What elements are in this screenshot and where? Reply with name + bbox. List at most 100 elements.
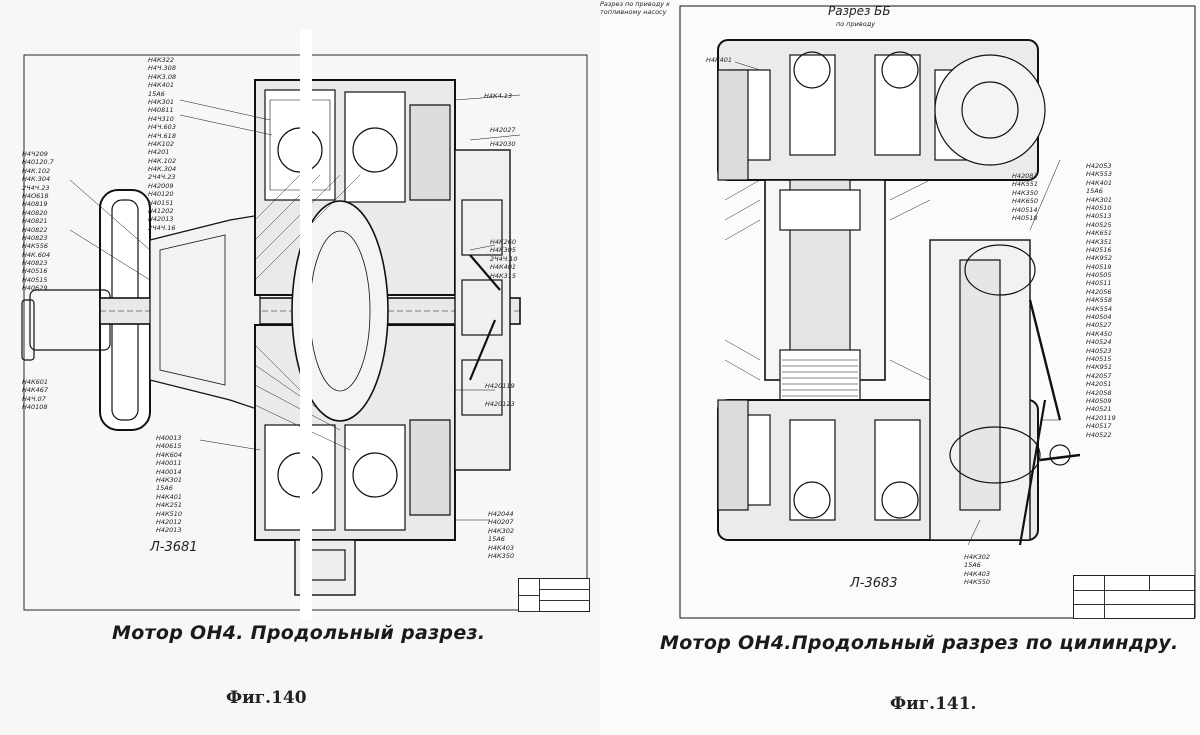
parts-list-left-lower: Н4К601 Н4К467 Н4Ч.07 Н40108 (22, 378, 48, 412)
part-label: Н4К4.13 (484, 92, 513, 100)
section-title: Разрез ББ (828, 4, 891, 18)
part-label: Н40014 (156, 467, 182, 476)
figure-number: Фиг.141. (890, 694, 977, 714)
engine-longitudinal-section-drawing (21, 30, 588, 620)
part-label: Н4Ч.618 (148, 131, 176, 140)
part-label: Н40819 (22, 200, 48, 209)
parts-list-right-top: Н4К4.13 (484, 92, 512, 100)
parts-list-mid: Н42083 Н4К551 Н4К350 Н4К650 Н40514 Н4051… (1012, 172, 1038, 222)
part-label: Н4Ч209 (22, 150, 48, 158)
part-label: Н40822 (22, 225, 48, 234)
right-drawing-sheet: Разрез ББ по приводу Н4К401 Разрез по пр… (600, 0, 1200, 735)
part-label: Н4К450 (1086, 329, 1113, 338)
part-label: Н4К467 (22, 386, 49, 395)
part-label: Н42030 (490, 140, 516, 148)
part-label: Н40527 (1086, 321, 1112, 330)
part-label: Н4К401 (156, 492, 183, 501)
part-label: 15А6 (964, 561, 981, 570)
part-label: Н4О618 (22, 191, 49, 200)
part-label: Н41202 (148, 207, 174, 216)
part-label: Н4Ч.07 (22, 394, 46, 403)
part-label: Н40510 (1086, 203, 1112, 212)
part-label: Н4К604 (156, 450, 183, 459)
part-label: Н40516 (22, 267, 48, 276)
part-label: Н40511 (1086, 279, 1112, 288)
part-label: Н40821 (22, 217, 48, 226)
part-label: Н4К510 (156, 509, 183, 518)
sheet-code: Л-3683 (850, 576, 898, 591)
part-label: Н4К.102 (148, 156, 177, 165)
part-label: Н40504 (1086, 313, 1112, 322)
part-label: Н42057 (1086, 371, 1112, 380)
section-note: по приводу (836, 20, 876, 28)
part-label: Н4К302 (488, 526, 515, 535)
part-label: Н40823 (22, 233, 48, 242)
part-label: Н4К550 (964, 578, 991, 587)
part-label: 2Ч4Ч.16 (148, 223, 176, 232)
part-label: Н4К315 (490, 271, 517, 280)
part-label: Н40522 (1086, 430, 1112, 439)
part-label: 15А6 (488, 535, 505, 544)
part-label: 15А6 (156, 484, 173, 493)
parts-list-top-left: Н4К401 (706, 56, 732, 64)
part-label: 2Ч4Ч.23 (148, 173, 176, 182)
part-label: Н4Ч.603 (148, 123, 176, 132)
parts-list-right-mid2: Н42030 (490, 140, 516, 148)
part-label: Н42053 (1086, 162, 1112, 170)
part-label: Н4К.304 (22, 175, 51, 184)
part-label: Н42051 (1086, 380, 1112, 389)
part-label: Н40207 (488, 518, 514, 527)
part-label: Н40515 (22, 275, 48, 284)
engine-cylinder-section-drawing (679, 5, 1196, 619)
part-label: Н40516 (1086, 245, 1112, 254)
part-label: Н4К403 (488, 543, 515, 552)
part-label: Н4К551 (1012, 180, 1039, 189)
left-drawing-sheet: Н4К322 Н4Ч.308 Н4К3.08 Н4К401 15А6 Н4К30… (21, 30, 590, 708)
part-label: Н40517 (1086, 422, 1112, 431)
part-label: 2Ч4Ч.23 (22, 183, 50, 192)
part-label: Н40151 (148, 198, 174, 207)
part-label: Н42027 (490, 126, 516, 134)
sheet-code: Л-3681 (150, 540, 198, 555)
part-label: Н420123 (485, 400, 515, 408)
title-block (518, 578, 590, 612)
part-label: Н4К601 (22, 378, 49, 386)
part-label: Н420119 (1086, 413, 1116, 422)
part-label: Н40509 (1086, 396, 1112, 405)
part-label: Н40523 (1086, 346, 1112, 355)
part-label: Н42013 (148, 215, 174, 224)
part-label: Н40519 (1086, 262, 1112, 271)
part-label: Н4К651 (1086, 229, 1113, 238)
part-label: Н40108 (22, 403, 48, 412)
part-label: Н4201 (148, 148, 170, 157)
part-label: Н4К951 (1086, 363, 1113, 372)
part-label: 15А6 (148, 89, 165, 98)
part-label: Н420119 (485, 382, 515, 390)
part-label: Н4К350 (488, 551, 515, 560)
part-label: Н40615 (156, 442, 182, 451)
part-label: Н4Ч.308 (148, 64, 176, 73)
part-label: Н40518 (1012, 213, 1038, 222)
part-label: Н40524 (1086, 338, 1112, 347)
part-label: Н40120.7 (22, 158, 54, 167)
part-label: Н40515 (1086, 354, 1112, 363)
parts-list-top: Н4К322 Н4Ч.308 Н4К3.08 Н4К401 15А6 Н4К30… (148, 56, 176, 232)
part-label: Н40120 (148, 190, 174, 199)
part-label: Н4К260 (490, 238, 517, 246)
part-label: Н4К952 (1086, 254, 1113, 263)
figure-number: Фиг.140 (226, 688, 307, 708)
part-label: Н4К554 (1086, 304, 1113, 313)
part-label: 2Ч4Ч.10 (490, 254, 518, 263)
part-label: Н40013 (156, 434, 182, 442)
part-label: Н4К558 (1086, 296, 1113, 305)
part-label: Н40521 (1086, 405, 1112, 414)
part-label: Н4К102 (148, 139, 175, 148)
part-label: Н40811 (148, 106, 174, 115)
part-label: Н4К401 (1086, 178, 1113, 187)
part-label: Н4К.102 (22, 166, 51, 175)
part-label: Н40823 (22, 259, 48, 268)
parts-list-right: Н42053 Н4К553 Н4К401 15А6 Н4К301 Н40510 … (1086, 162, 1116, 439)
part-label: Н42058 (1086, 388, 1112, 397)
part-label: 15А6 (1086, 187, 1103, 196)
part-label: Н42083 (1012, 172, 1038, 180)
